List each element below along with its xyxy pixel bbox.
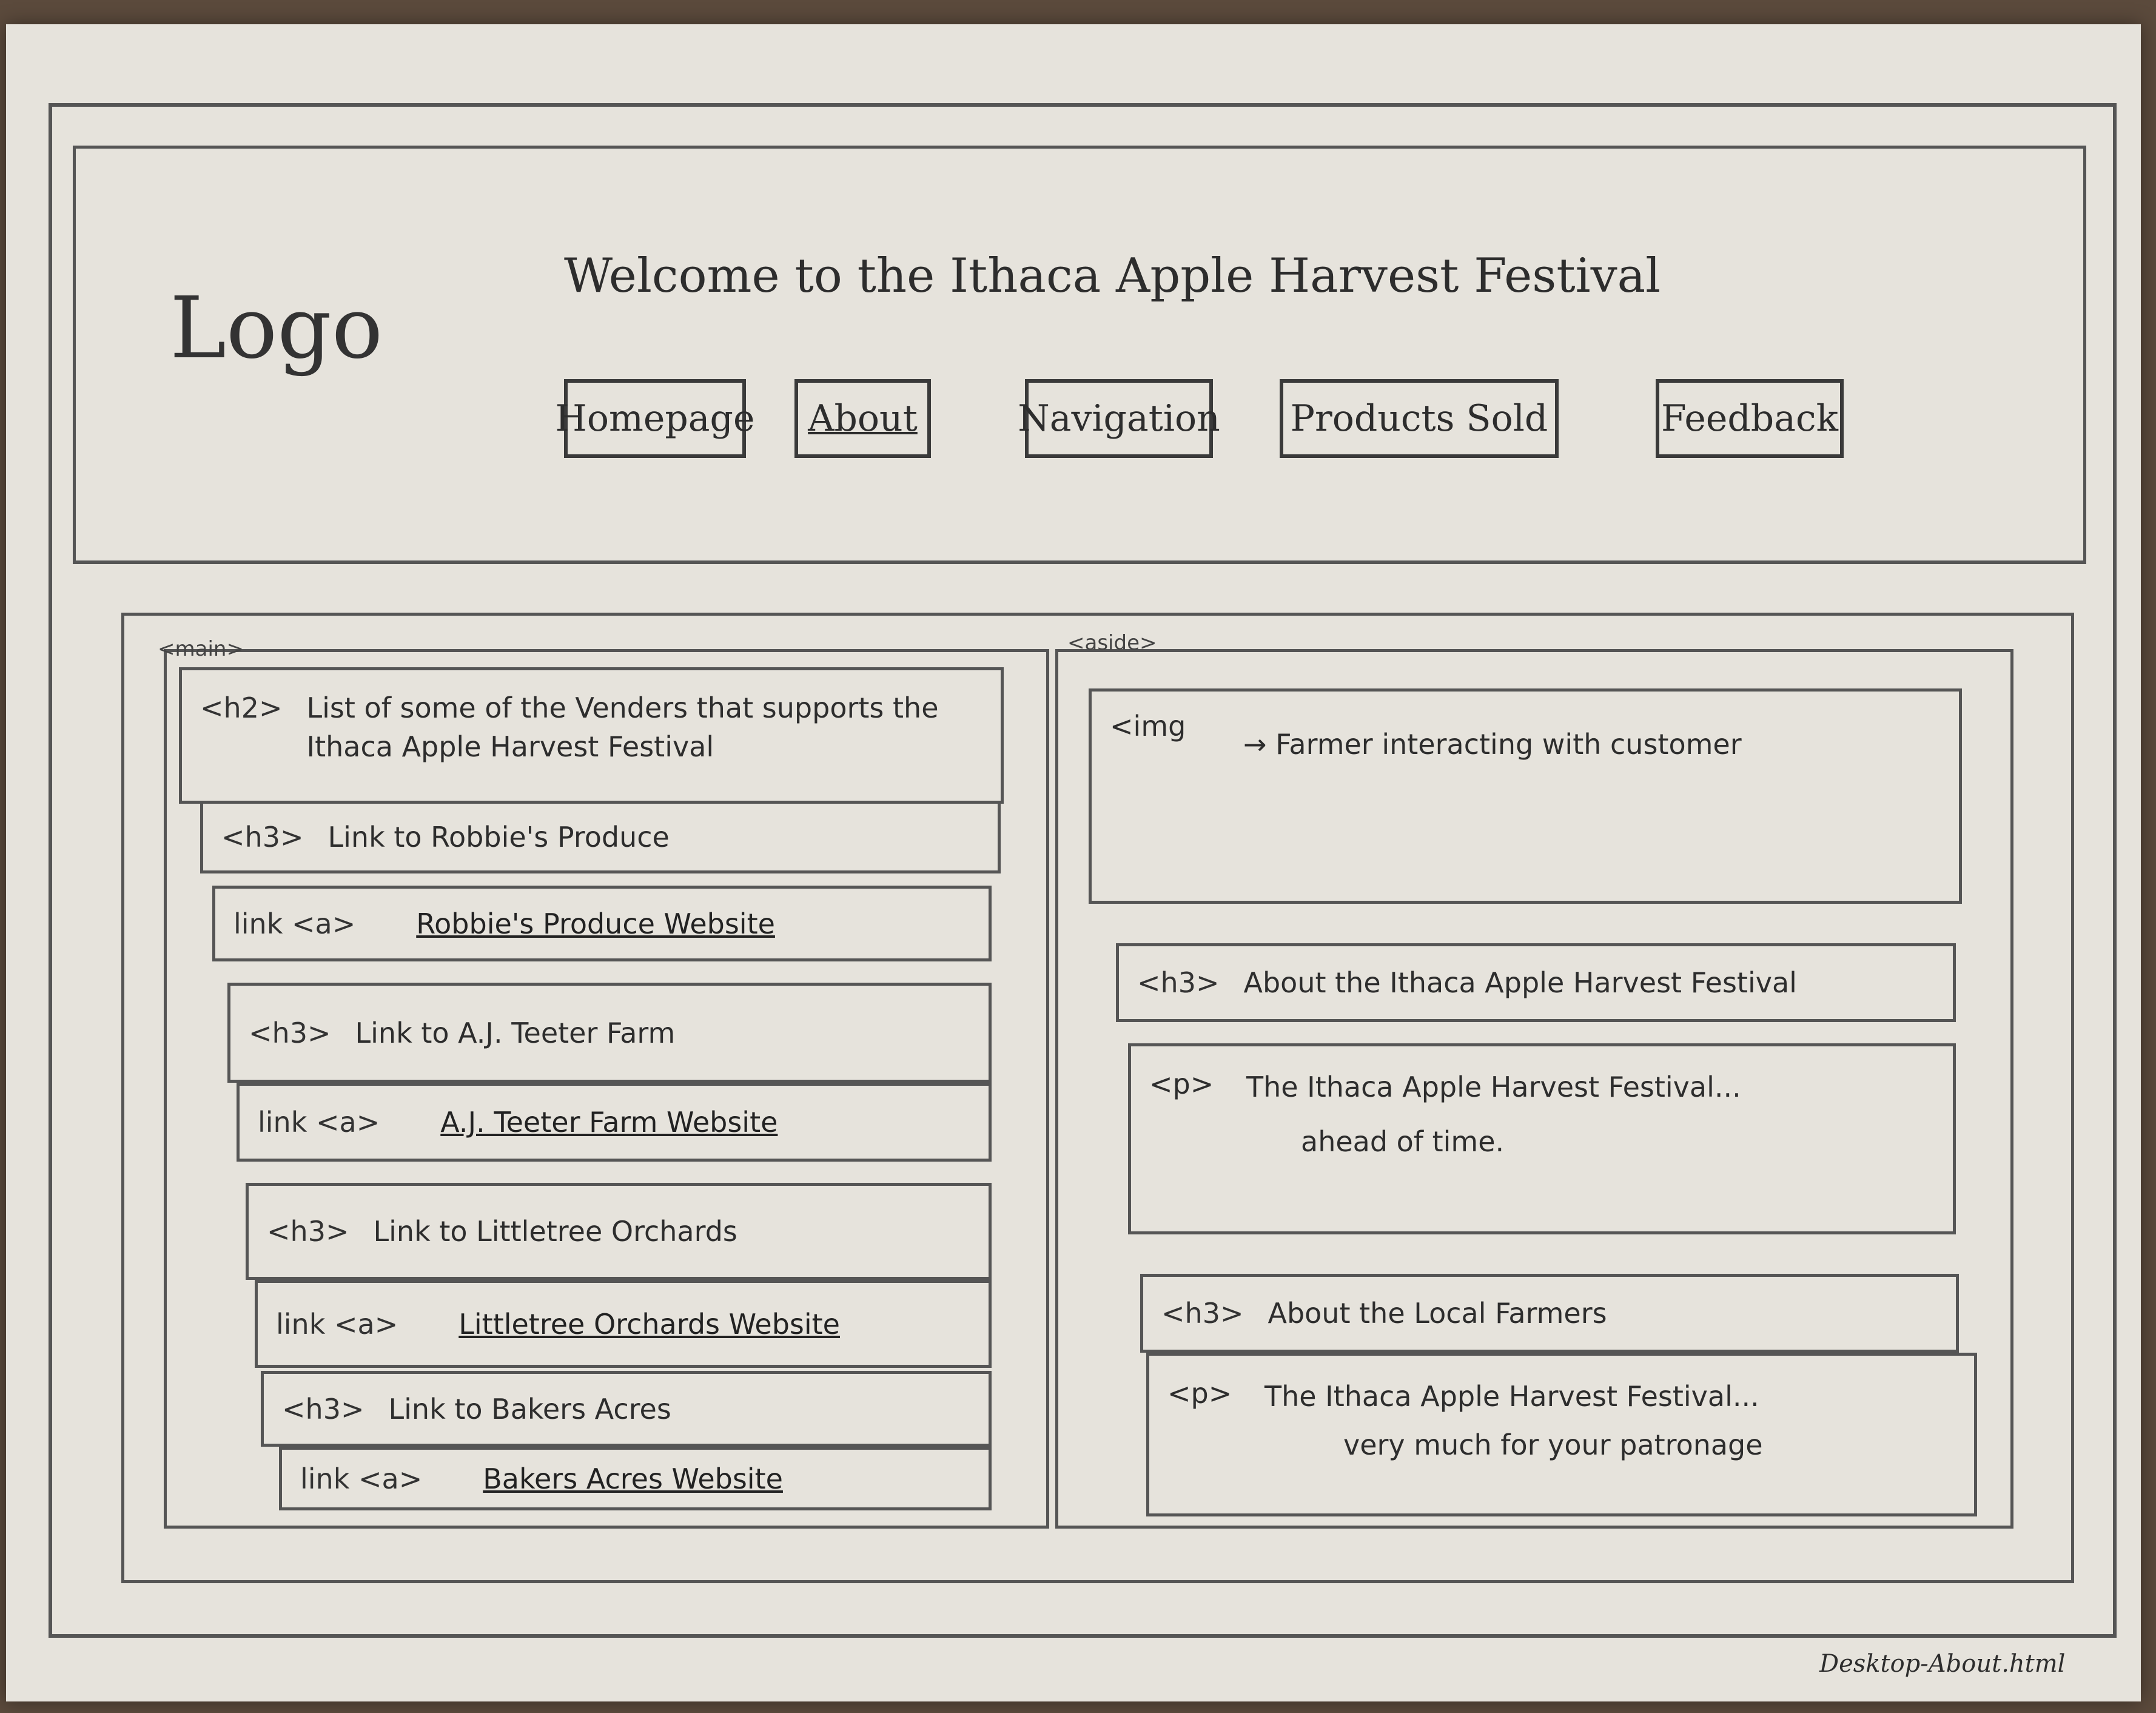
h2-tag: <h2> xyxy=(200,692,283,724)
vendor-link-row-littletree: link <a> Littletree Orchards Website xyxy=(255,1280,992,1368)
link-tag: link <a> xyxy=(233,907,356,940)
vendor-heading-robbies: <h3> Link to Robbie's Produce xyxy=(200,801,1001,873)
main-tag: <main> xyxy=(158,637,244,661)
content-frame xyxy=(121,613,2074,1583)
vendor-link-row-teeter: link <a> A.J. Teeter Farm Website xyxy=(237,1083,992,1162)
page-title: Welcome to the Ithaca Apple Harvest Fest… xyxy=(564,249,1661,303)
nav-about-button[interactable]: About xyxy=(794,379,931,458)
festival-paragraph: <p> The Ithaca Apple Harvest Festival...… xyxy=(1128,1043,1956,1234)
vendor-heading-text: Link to Robbie's Produce xyxy=(327,821,670,853)
p-tag: <p> xyxy=(1167,1377,1232,1410)
farmers-heading-text: About the Local Farmers xyxy=(1268,1297,1607,1330)
filename-note: Desktop-About.html xyxy=(1819,1650,2066,1678)
aj-teeter-farm-link[interactable]: A.J. Teeter Farm Website xyxy=(440,1106,778,1139)
farmers-paragraph-line-2: very much for your patronage xyxy=(1343,1429,1763,1461)
sketch-paper: Logo Welcome to the Ithaca Apple Harvest… xyxy=(6,24,2141,1701)
festival-paragraph-line-2: ahead of time. xyxy=(1301,1125,1505,1158)
farmers-paragraph-line-1: The Ithaca Apple Harvest Festival... xyxy=(1264,1380,1759,1413)
farmers-heading: <h3> About the Local Farmers xyxy=(1140,1274,1959,1353)
header xyxy=(73,146,2086,564)
img-tag: <img xyxy=(1110,710,1186,742)
link-tag: link <a> xyxy=(276,1307,398,1341)
vendor-link-row-bakers: link <a> Bakers Acres Website xyxy=(279,1447,992,1510)
vendor-heading-bakers: <h3> Link to Bakers Acres xyxy=(261,1371,992,1447)
aside-tag: <aside> xyxy=(1067,631,1157,655)
vendor-heading-text: Link to Littletree Orchards xyxy=(373,1215,737,1248)
bakers-acres-link[interactable]: Bakers Acres Website xyxy=(483,1462,783,1495)
festival-heading-text: About the Ithaca Apple Harvest Festival xyxy=(1243,966,1797,999)
robbies-produce-link[interactable]: Robbie's Produce Website xyxy=(416,907,775,940)
vendors-heading-text: List of some of the Venders that support… xyxy=(306,692,939,763)
festival-paragraph-line-1: The Ithaca Apple Harvest Festival... xyxy=(1246,1071,1741,1103)
aside-column xyxy=(1055,649,2013,1529)
vendor-heading-littletree: <h3> Link to Littletree Orchards xyxy=(246,1183,992,1280)
nav-homepage-button[interactable]: Homepage xyxy=(556,379,754,458)
vendor-heading-text: Link to A.J. Teeter Farm xyxy=(355,1016,676,1049)
nav-feedback-button[interactable]: Feedback xyxy=(1656,379,1844,458)
h3-tag: <h3> xyxy=(282,1392,364,1425)
vendor-heading-teeter: <h3> Link to A.J. Teeter Farm xyxy=(227,983,992,1083)
logo[interactable]: Logo xyxy=(170,279,383,378)
vendor-link-row-robbies: link <a> Robbie's Produce Website xyxy=(212,886,992,961)
farmer-image: <img → Farmer interacting with customer xyxy=(1089,688,1962,904)
h3-tag: <h3> xyxy=(1137,966,1220,999)
vendors-heading: <h2> List of some of the Venders that su… xyxy=(179,667,1004,804)
h3-tag: <h3> xyxy=(221,821,304,853)
page-frame xyxy=(49,103,2117,1638)
farmer-image-caption: → Farmer interacting with customer xyxy=(1243,728,1742,761)
nav-navigation-button[interactable]: Navigation xyxy=(1018,379,1220,458)
h3-tag: <h3> xyxy=(267,1215,349,1248)
vendor-heading-text: Link to Bakers Acres xyxy=(388,1392,671,1425)
h3-tag: <h3> xyxy=(1161,1297,1244,1330)
farmers-paragraph: <p> The Ithaca Apple Harvest Festival...… xyxy=(1146,1353,1977,1516)
main-column xyxy=(164,649,1049,1529)
festival-heading: <h3> About the Ithaca Apple Harvest Fest… xyxy=(1116,943,1956,1022)
nav-products-sold-button[interactable]: Products Sold xyxy=(1280,379,1559,458)
p-tag: <p> xyxy=(1149,1068,1214,1100)
littletree-orchards-link[interactable]: Littletree Orchards Website xyxy=(458,1307,840,1341)
h3-tag: <h3> xyxy=(249,1016,331,1049)
link-tag: link <a> xyxy=(258,1106,380,1139)
link-tag: link <a> xyxy=(300,1462,423,1495)
